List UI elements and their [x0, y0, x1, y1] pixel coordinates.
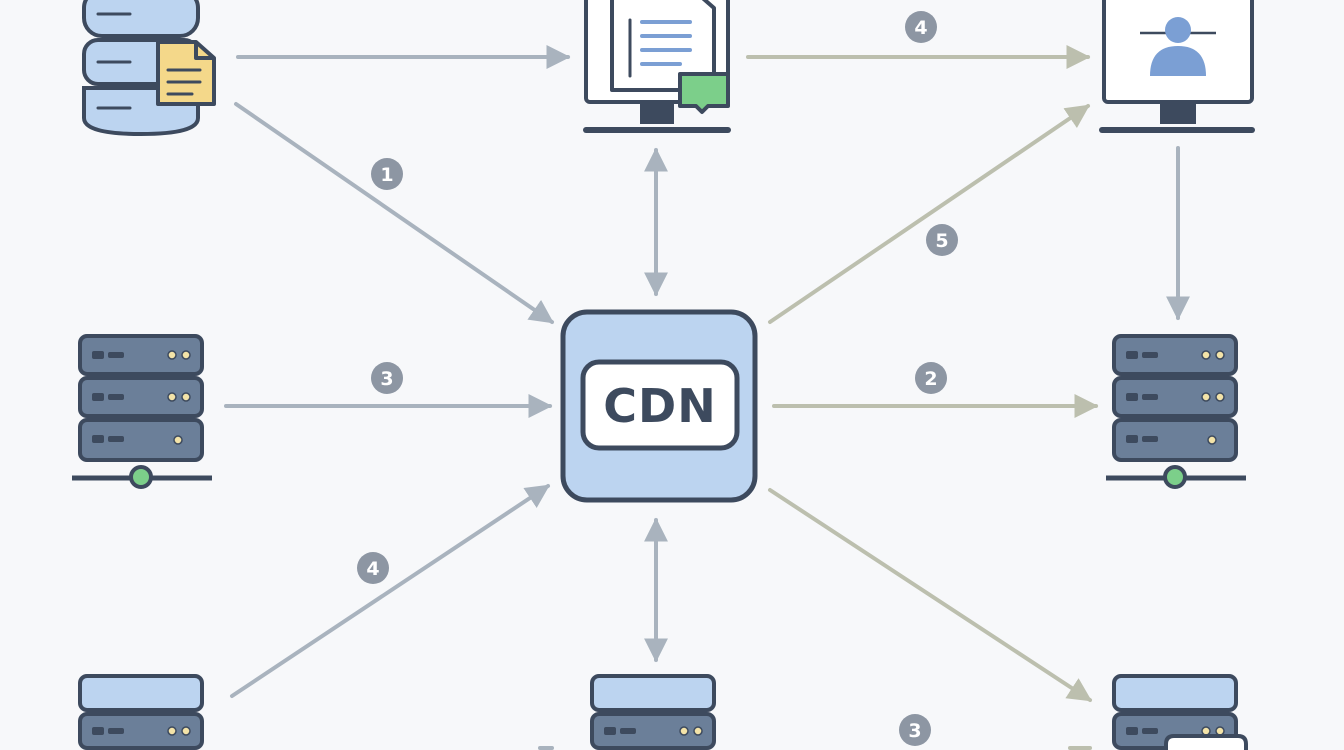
- step-badge-3: 3: [371, 362, 403, 394]
- svg-text:1: 1: [380, 164, 393, 186]
- bottom-right-monitor-edge: [1164, 734, 1248, 750]
- step-badge-4-left: 4: [357, 552, 389, 584]
- arrow-cdn-to-bottom-right-server: [768, 488, 1093, 702]
- server-rack-icon-left: [72, 336, 212, 487]
- cdn-hub: CDN: [560, 309, 758, 503]
- monitor-user-icon: [1099, 0, 1255, 133]
- user-body: [1150, 46, 1206, 76]
- server-rack-icon-bottom-left: [78, 674, 204, 750]
- step-badges: 1 2 3 3 4 4 5: [357, 11, 958, 746]
- server-rack-icon-bottom-middle: [590, 674, 716, 750]
- monitor-document-icon: [583, 0, 731, 133]
- svg-text:5: 5: [935, 230, 948, 252]
- arrow-database-to-cdn: [234, 102, 554, 324]
- step-badge-1: 1: [371, 158, 403, 190]
- cdn-label: CDN: [603, 379, 716, 433]
- svg-text:3: 3: [908, 720, 921, 742]
- arrow-bottom-server-to-cdn: [230, 484, 550, 698]
- svg-text:3: 3: [380, 368, 393, 390]
- user-head: [1165, 17, 1191, 43]
- database-document-icon: [82, 0, 216, 137]
- step-badge-5: 5: [926, 224, 958, 256]
- step-badge-3-bottom: 3: [899, 714, 931, 746]
- arrow-cdn-to-user: [768, 104, 1090, 324]
- svg-text:4: 4: [914, 17, 927, 39]
- arrows: [224, 45, 1190, 750]
- step-badge-2: 2: [915, 362, 947, 394]
- server-rack-icon-right: [1106, 336, 1246, 487]
- svg-text:2: 2: [924, 368, 937, 390]
- step-badge-4-top: 4: [905, 11, 937, 43]
- svg-text:4: 4: [366, 558, 379, 580]
